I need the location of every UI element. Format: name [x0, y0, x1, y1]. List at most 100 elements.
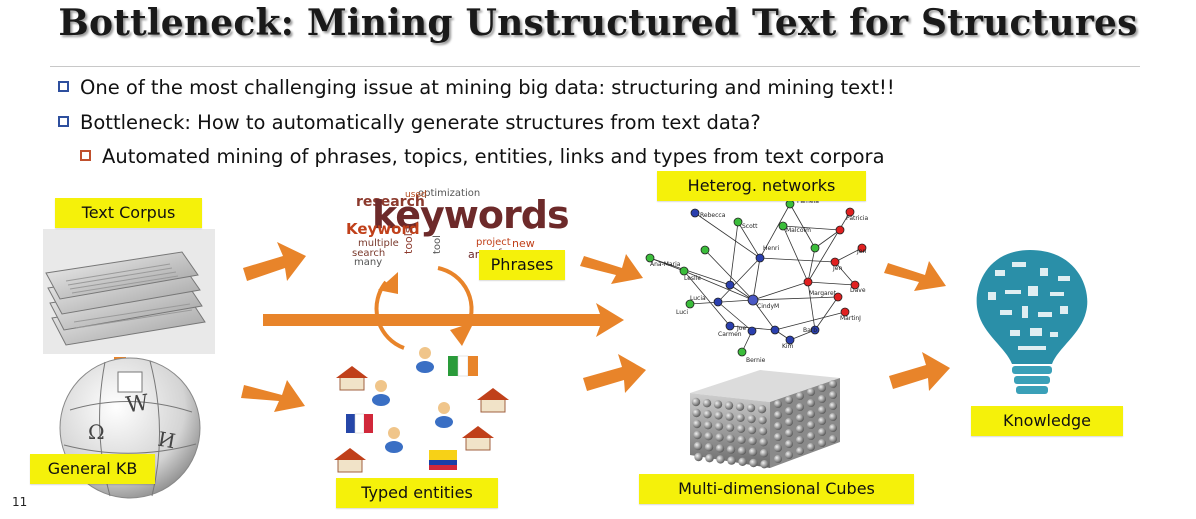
cube-node: [758, 427, 768, 436]
cube-node: [818, 384, 826, 392]
bullet-2-text: Bottleneck: How to automatically generat…: [80, 111, 761, 134]
cube-node: [796, 392, 804, 400]
cube-node: [774, 400, 782, 408]
square-bullet-icon: [58, 81, 69, 92]
cube-node: [715, 433, 724, 442]
cube-node: [829, 424, 837, 432]
network-node-label: Pamela: [797, 198, 819, 205]
bullet-2: Bottleneck: How to automatically generat…: [58, 111, 761, 134]
network-node-label: Jon: [856, 248, 866, 255]
wordcloud-main-word: keywords: [372, 193, 569, 237]
title-divider: [50, 66, 1140, 67]
arrow-right-icon: [580, 254, 643, 284]
cube-node: [785, 396, 793, 404]
cube-node: [691, 397, 701, 407]
cube-node: [758, 416, 767, 425]
wordcloud-word: project: [476, 237, 511, 248]
cube-node: [785, 440, 793, 448]
house-icon: [336, 366, 368, 391]
wordcloud-word: tools: [402, 227, 415, 254]
page-number: 11: [12, 495, 28, 509]
wiki-glyph-w: W: [124, 390, 151, 419]
cube-node: [726, 434, 735, 443]
bullet-3: Automated mining of phrases, topics, ent…: [80, 145, 885, 168]
cube-node: [829, 402, 837, 410]
slide-title: Bottleneck: Mining Unstructured Text for…: [58, 2, 1138, 44]
network-node-label: CindyM: [757, 303, 779, 310]
square-bullet-icon: [80, 150, 91, 161]
flow-arrows: [241, 242, 950, 412]
cube-node: [727, 456, 736, 465]
cube-node: [785, 407, 793, 415]
wordcloud-word: many: [354, 257, 382, 268]
cube-node: [807, 399, 815, 407]
arrow-right-icon: [241, 380, 305, 412]
cube-node: [713, 400, 723, 409]
cube-node: [796, 414, 804, 422]
label-knowledge: Knowledge: [971, 406, 1123, 436]
cube-node: [704, 432, 713, 441]
square-bullet-icon: [58, 116, 69, 127]
cube-node: [692, 419, 702, 429]
network-node-label: Rebecca: [700, 212, 726, 219]
data-cube-icon: [690, 370, 840, 469]
cube-node: [725, 423, 735, 432]
arrow-right-icon: [884, 261, 946, 291]
wordcloud-word: Keyword: [346, 220, 420, 238]
network-node-label: Luci: [676, 309, 688, 316]
cube-node: [807, 388, 815, 396]
network-node-label: Carmen: [718, 331, 742, 338]
cube-node: [757, 405, 767, 414]
cube-node: [796, 403, 804, 411]
house-icon: [334, 448, 366, 473]
network-node-label: Bernie: [746, 357, 766, 364]
cube-node: [746, 403, 756, 413]
cube-node: [703, 410, 712, 419]
wordcloud-word: multiple: [358, 238, 399, 249]
cube-node: [714, 422, 724, 431]
colombian-flag-icon: [429, 450, 457, 470]
cube-node: [818, 417, 826, 425]
network-node-label: Joe: [736, 325, 746, 332]
cube-node: [796, 447, 804, 455]
cube-node: [829, 435, 837, 443]
cube-node: [735, 402, 745, 411]
person-icon: [385, 427, 403, 453]
network-node-label: Leslie: [684, 275, 701, 282]
person-icon: [416, 347, 434, 373]
arrow-head-icon: [450, 322, 474, 346]
cube-node: [818, 428, 826, 436]
cube-node: [747, 425, 757, 435]
house-icon: [462, 426, 494, 451]
cube-node: [807, 432, 815, 440]
wiki-glyph-omega: Ω: [88, 420, 105, 444]
network-node-label: MartinJ: [840, 315, 861, 322]
label-multi-dimensional-cubes: Multi-dimensional Cubes: [639, 474, 914, 504]
cube-node: [774, 433, 782, 441]
cube-node: [785, 429, 793, 437]
bullet-1-text: One of the most challenging issue at min…: [80, 76, 895, 99]
cube-node: [760, 460, 769, 469]
cube-node: [807, 410, 815, 418]
network-node-label: Scott: [742, 223, 758, 230]
cube-node: [774, 455, 782, 463]
cube-node: [785, 418, 793, 426]
cube-node: [714, 411, 723, 420]
label-heterog-networks: Heterog. networks: [657, 171, 866, 201]
cube-node: [748, 447, 758, 457]
cube-node: [693, 430, 702, 440]
cube-node: [716, 455, 725, 464]
cube-node: [829, 380, 837, 388]
cube-node: [736, 424, 746, 433]
network-node-label: Jen: [832, 265, 842, 272]
network-node-label: Margaret: [809, 290, 837, 297]
cube-node: [726, 445, 736, 454]
network-node-label: Kim: [782, 343, 794, 350]
network-node-label: Lucia: [690, 295, 706, 302]
cube-node: [736, 413, 745, 422]
bullet-3-text: Automated mining of phrases, topics, ent…: [102, 145, 885, 168]
person-icon: [372, 380, 390, 406]
french-flag-icon: [346, 413, 373, 434]
network-node-label: Malcolm: [786, 227, 811, 234]
